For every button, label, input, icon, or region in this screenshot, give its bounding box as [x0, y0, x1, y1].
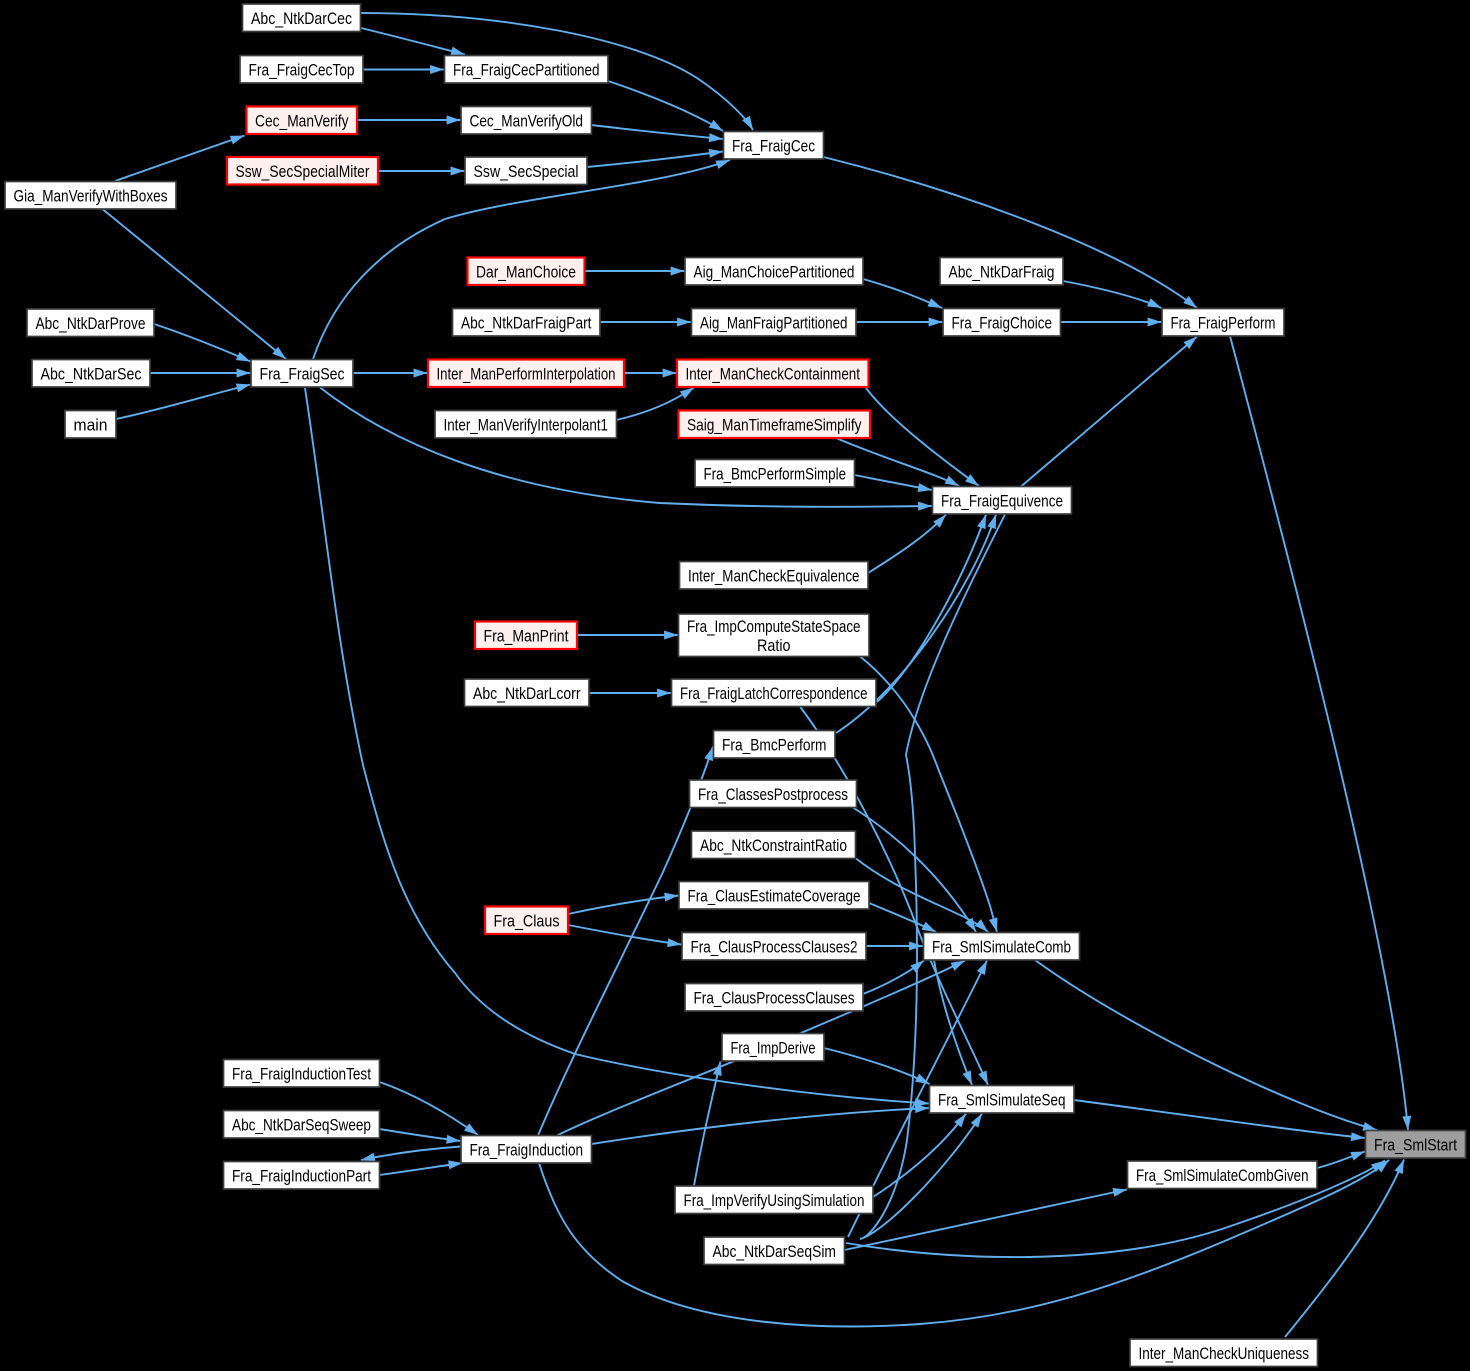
- svg-text:Abc_NtkDarSec: Abc_NtkDarSec: [41, 364, 142, 383]
- svg-text:Fra_SmlSimulateSeq: Fra_SmlSimulateSeq: [938, 1090, 1066, 1109]
- svg-text:Fra_FraigSec: Fra_FraigSec: [260, 364, 345, 383]
- svg-text:Abc_NtkDarSeqSweep: Abc_NtkDarSeqSweep: [232, 1115, 371, 1134]
- svg-text:Fra_ClausProcessClauses2: Fra_ClausProcessClauses2: [691, 937, 858, 956]
- svg-text:Fra_FraigCecPartitioned: Fra_FraigCecPartitioned: [453, 60, 600, 79]
- svg-text:Aig_ManChoicePartitioned: Aig_ManChoicePartitioned: [694, 262, 855, 281]
- svg-text:Fra_SmlSimulateComb: Fra_SmlSimulateComb: [932, 937, 1071, 956]
- svg-text:Fra_ImpComputeStateSpace: Fra_ImpComputeStateSpace: [687, 617, 861, 636]
- svg-text:Aig_ManFraigPartitioned: Aig_ManFraigPartitioned: [700, 313, 848, 332]
- svg-text:Fra_FraigCecTop: Fra_FraigCecTop: [249, 60, 355, 79]
- svg-text:Ssw_SecSpecialMiter: Ssw_SecSpecialMiter: [236, 162, 370, 181]
- svg-text:Fra_ClausEstimateCoverage: Fra_ClausEstimateCoverage: [688, 886, 861, 905]
- svg-text:Fra_FraigPerform: Fra_FraigPerform: [1171, 313, 1276, 332]
- svg-text:Dar_ManChoice: Dar_ManChoice: [476, 262, 576, 281]
- svg-text:Inter_ManCheckContainment: Inter_ManCheckContainment: [686, 364, 861, 383]
- svg-text:Inter_ManVerifyInterpolant1: Inter_ManVerifyInterpolant1: [444, 415, 609, 434]
- svg-text:Inter_ManCheckEquivalence: Inter_ManCheckEquivalence: [688, 566, 860, 585]
- svg-text:Saig_ManTimeframeSimplify: Saig_ManTimeframeSimplify: [687, 415, 862, 434]
- svg-text:Cec_ManVerifyOld: Cec_ManVerifyOld: [470, 111, 584, 130]
- svg-text:Abc_NtkDarFraig: Abc_NtkDarFraig: [949, 262, 1055, 281]
- svg-text:Fra_FraigInductionTest: Fra_FraigInductionTest: [232, 1064, 371, 1083]
- svg-text:Fra_BmcPerform: Fra_BmcPerform: [722, 735, 827, 754]
- svg-text:Fra_FraigLatchCorrespondence: Fra_FraigLatchCorrespondence: [680, 684, 868, 703]
- svg-text:Fra_FraigInduction: Fra_FraigInduction: [470, 1140, 584, 1159]
- svg-text:Abc_NtkDarLcorr: Abc_NtkDarLcorr: [473, 684, 581, 703]
- svg-text:Abc_NtkDarCec: Abc_NtkDarCec: [251, 9, 352, 28]
- svg-text:Cec_ManVerify: Cec_ManVerify: [255, 111, 349, 130]
- svg-text:Gia_ManVerifyWithBoxes: Gia_ManVerifyWithBoxes: [14, 186, 168, 205]
- svg-text:Fra_ImpDerive: Fra_ImpDerive: [731, 1038, 816, 1057]
- svg-text:Inter_ManPerformInterpolation: Inter_ManPerformInterpolation: [437, 364, 616, 383]
- svg-text:Ssw_SecSpecial: Ssw_SecSpecial: [474, 162, 579, 181]
- svg-text:Fra_FraigEquivence: Fra_FraigEquivence: [941, 491, 1063, 510]
- svg-text:Fra_ImpVerifyUsingSimulation: Fra_ImpVerifyUsingSimulation: [684, 1191, 865, 1210]
- svg-text:main: main: [74, 415, 108, 434]
- svg-text:Abc_NtkConstraintRatio: Abc_NtkConstraintRatio: [700, 836, 847, 855]
- svg-text:Abc_NtkDarSeqSim: Abc_NtkDarSeqSim: [713, 1242, 837, 1261]
- svg-text:Fra_ClassesPostprocess: Fra_ClassesPostprocess: [698, 785, 848, 804]
- svg-text:Fra_FraigInductionPart: Fra_FraigInductionPart: [232, 1166, 371, 1185]
- svg-text:Abc_NtkDarProve: Abc_NtkDarProve: [36, 314, 146, 333]
- svg-text:Fra_FraigCec: Fra_FraigCec: [732, 136, 815, 155]
- svg-text:Fra_ManPrint: Fra_ManPrint: [484, 626, 569, 645]
- svg-text:Ratio: Ratio: [757, 636, 791, 655]
- svg-text:Fra_Claus: Fra_Claus: [494, 911, 560, 930]
- svg-text:Fra_SmlStart: Fra_SmlStart: [1374, 1135, 1457, 1154]
- svg-text:Fra_SmlSimulateCombGiven: Fra_SmlSimulateCombGiven: [1136, 1166, 1309, 1185]
- svg-text:Abc_NtkDarFraigPart: Abc_NtkDarFraigPart: [461, 313, 592, 332]
- svg-text:Fra_FraigChoice: Fra_FraigChoice: [952, 313, 1053, 332]
- svg-text:Inter_ManCheckUniqueness: Inter_ManCheckUniqueness: [1139, 1344, 1310, 1363]
- svg-text:Fra_BmcPerformSimple: Fra_BmcPerformSimple: [704, 464, 847, 483]
- svg-text:Fra_ClausProcessClauses: Fra_ClausProcessClauses: [694, 988, 855, 1007]
